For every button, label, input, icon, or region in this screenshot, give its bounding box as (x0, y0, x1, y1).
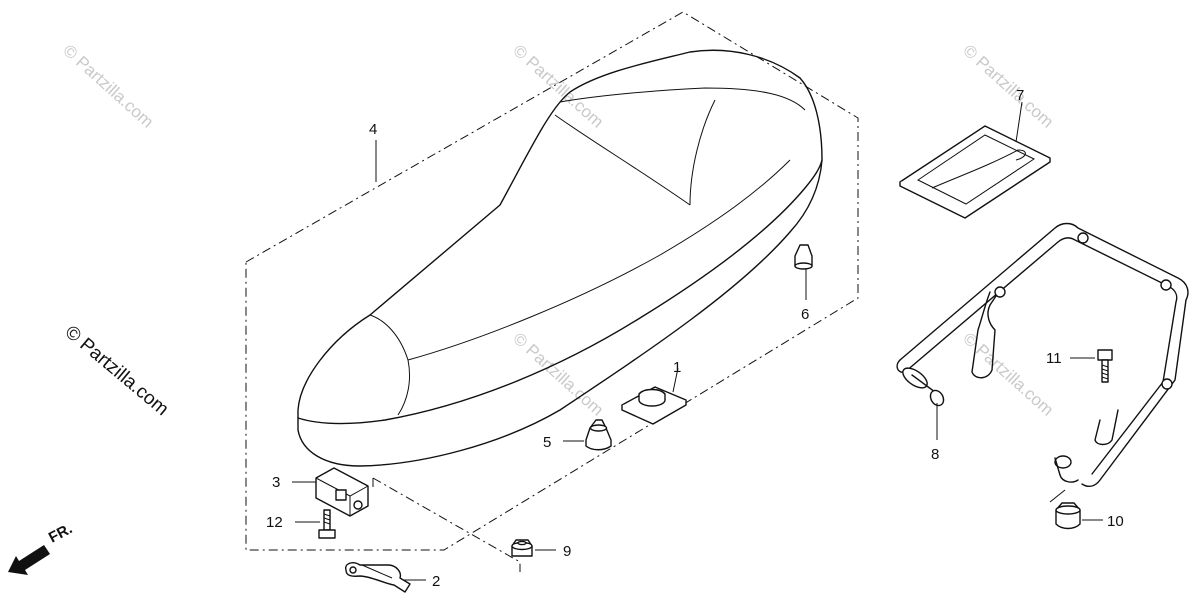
watermark-1: © Partzilla.com (59, 41, 157, 132)
front-direction-arrow: FR. (8, 520, 75, 575)
callout-1: 1 (673, 359, 681, 376)
callout-12: 12 (266, 514, 283, 531)
leader-lines (292, 101, 1103, 581)
grommet-part-6 (794, 244, 813, 270)
callout-numbers: 4 1 5 6 3 12 9 2 7 8 11 10 (266, 87, 1124, 590)
callout-9: 9 (563, 543, 571, 560)
bolt-part-12 (318, 509, 336, 539)
callout-2: 2 (432, 573, 440, 590)
assembly-outline (245, 11, 859, 551)
bolt-part-11 (1097, 349, 1113, 383)
grab-rail-part-8 (896, 222, 1189, 488)
copyright-text: © Partzilla.com (61, 322, 173, 420)
callout-5: 5 (543, 434, 551, 451)
callout-10: 10 (1107, 513, 1124, 530)
fr-label: FR. (46, 520, 75, 546)
seat-drawing (297, 49, 823, 467)
callout-3: 3 (272, 474, 280, 491)
callout-6: 6 (801, 306, 809, 323)
seat-lock-part-3 (315, 467, 369, 517)
pad-part-1 (621, 386, 687, 425)
callout-4: 4 (369, 121, 377, 138)
document-pouch-part-7 (899, 125, 1051, 219)
nut-part-9 (511, 539, 533, 557)
rubber-part-5 (585, 419, 612, 451)
stay-part-2 (345, 562, 411, 593)
watermark-2: © Partzilla.com (509, 41, 607, 132)
watermark-4: © Partzilla.com (509, 329, 607, 420)
callout-11: 11 (1046, 350, 1062, 367)
lower-bracket-outline (372, 477, 521, 572)
nut-part-10 (1055, 502, 1081, 530)
watermark-3: © Partzilla.com (959, 41, 1057, 132)
callout-8: 8 (931, 446, 939, 463)
callout-7: 7 (1016, 87, 1024, 104)
